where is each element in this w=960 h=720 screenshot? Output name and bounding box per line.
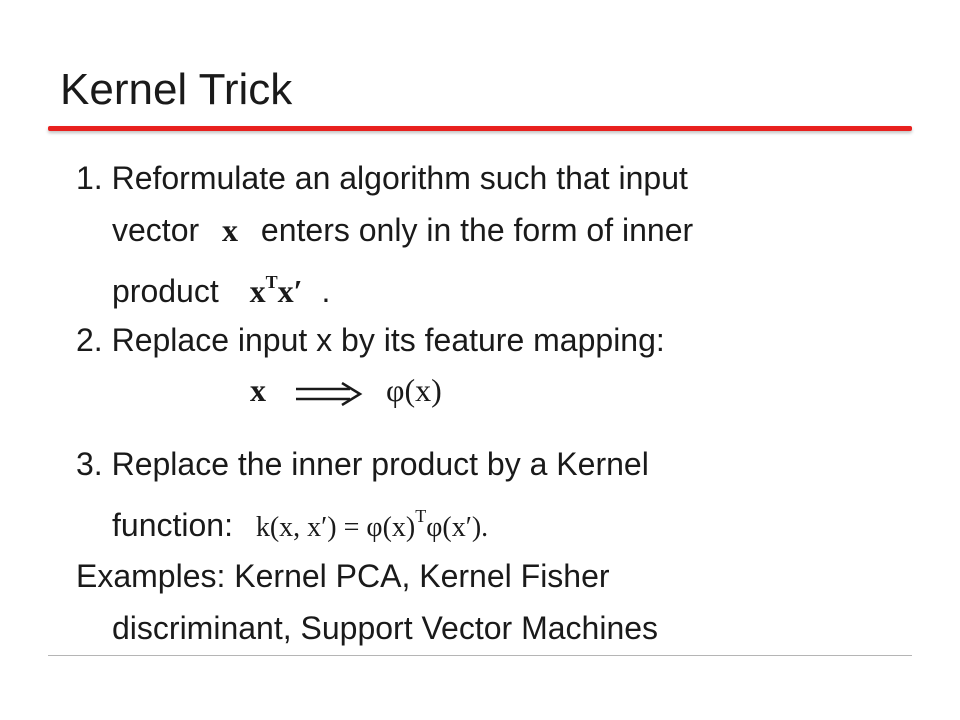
vector-x-symbol: x: [222, 212, 239, 248]
step-1-period: .: [321, 273, 331, 309]
kernel-formula-lhs: k(x, x′) = φ(x): [255, 512, 416, 543]
step-1-line-1: 1. Reformulate an algorithm such that in…: [76, 160, 688, 196]
step-3: 3. Replace the inner product by a Kernel…: [76, 438, 649, 554]
examples-line-2: discriminant, Support Vector Machines: [112, 610, 659, 646]
inner-product-x-prime: x′: [277, 273, 303, 309]
kernel-transpose-sup: T: [415, 506, 427, 526]
step-1-line-2: vector x enters only in the form of inne…: [76, 204, 693, 256]
step-1-line-3: product xTx′ .: [76, 256, 693, 317]
examples-line-1: Examples: Kernel PCA, Kernel Fisher: [76, 558, 610, 594]
title-underline: [48, 126, 912, 131]
step-3-line-1: 3. Replace the inner product by a Kernel: [76, 446, 649, 482]
mapping-from-x: x: [250, 372, 266, 408]
mapping-to-phi: φ(x): [386, 372, 442, 408]
kernel-function-formula: k(x, x′) = φ(x)Tφ(x′).: [256, 490, 488, 554]
slide-title: Kernel Trick: [60, 65, 293, 114]
feature-mapping-formula: x φ(x): [250, 364, 442, 416]
inner-product-x: x: [249, 273, 266, 309]
step-2-line-1: 2. Replace input x by its feature mappin…: [76, 322, 665, 358]
double-right-arrow-icon: [294, 381, 364, 406]
step-2: 2. Replace input x by its feature mappin…: [76, 314, 665, 366]
transpose-sup: T: [265, 272, 278, 292]
step-3-function-label: function:: [112, 507, 233, 543]
step-1-vector-label: vector: [112, 212, 200, 248]
kernel-formula-rhs: φ(x′).: [426, 512, 489, 543]
step-1: 1. Reformulate an algorithm such that in…: [76, 152, 693, 317]
inner-product-formula: xTx′: [250, 256, 303, 317]
step-1-product-label: product: [112, 273, 219, 309]
bottom-divider: [48, 655, 912, 656]
step-3-line-2: function: k(x, x′) = φ(x)Tφ(x′).: [76, 490, 649, 554]
examples: Examples: Kernel PCA, Kernel Fisher disc…: [76, 550, 658, 654]
step-1-enters-text: enters only in the form of inner: [260, 212, 694, 248]
